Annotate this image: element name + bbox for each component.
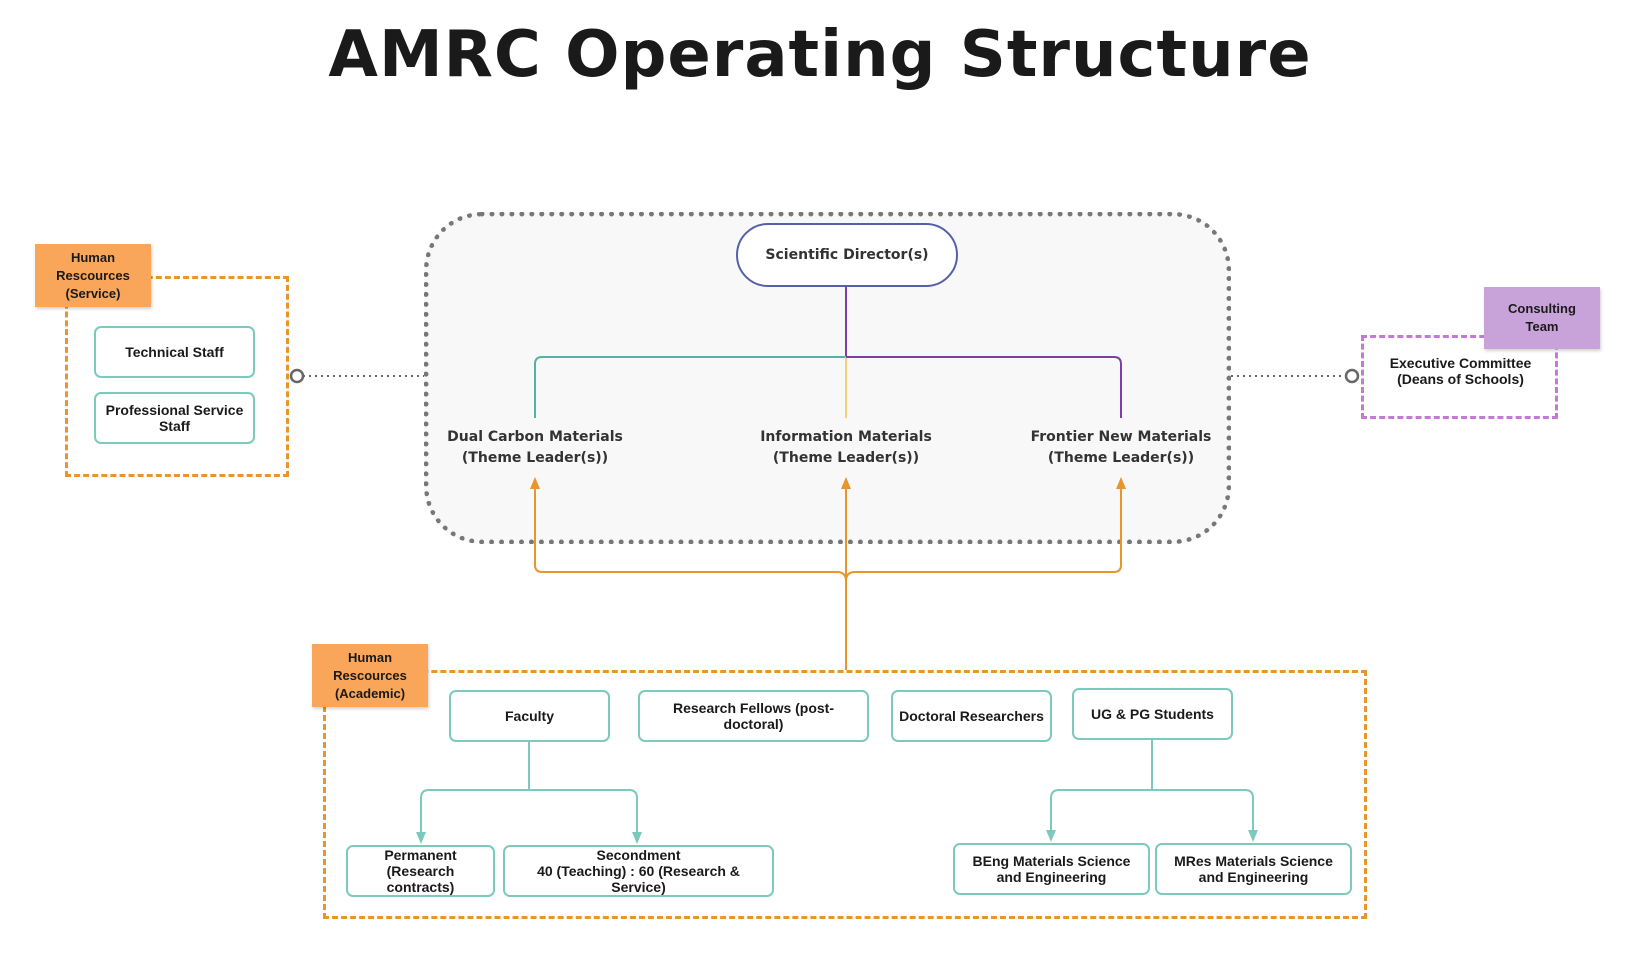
branch-frontier [846, 356, 1122, 418]
secondment-node: Secondment 40 (Teaching) : 60 (Research … [503, 845, 774, 897]
students-branch-beng [1046, 789, 1152, 842]
hr-academic-label: Human Rescources (Academic) [312, 644, 428, 707]
doctoral-researchers-node: Doctoral Researchers [891, 690, 1052, 742]
theme-dual-carbon: Dual Carbon Materials (Theme Leader(s)) [405, 427, 665, 469]
faculty-node: Faculty [449, 690, 610, 742]
theme-role: (Theme Leader(s)) [1047, 450, 1195, 466]
branch-dual-carbon [534, 356, 846, 418]
page-title: AMRC Operating Structure [328, 18, 1312, 92]
theme-role: (Theme Leader(s)) [772, 450, 920, 466]
theme-name: Frontier New Materials [1030, 429, 1212, 445]
permanent-node: Permanent (Research contracts) [346, 845, 495, 897]
hr-service-label: Human Rescources (Service) [35, 244, 151, 307]
executive-committee-node: Executive Committee (Deans of Schools) [1389, 355, 1532, 387]
faculty-branch-permanent [416, 789, 529, 844]
theme-role: (Theme Leader(s)) [461, 450, 609, 466]
theme-name: Information Materials [760, 429, 932, 445]
faculty-branch-secondment [529, 789, 642, 844]
ug-pg-students-node: UG & PG Students [1072, 688, 1233, 740]
beng-programme-node: BEng Materials Science and Engineering [953, 843, 1150, 895]
scientific-director-node: Scientific Director(s) [736, 223, 958, 287]
link-consulting-node [1344, 368, 1360, 384]
theme-frontier: Frontier New Materials (Theme Leader(s)) [991, 427, 1251, 469]
research-fellows-node: Research Fellows (post- doctoral) [638, 690, 869, 742]
theme-name: Dual Carbon Materials [447, 429, 623, 445]
consulting-team-label: Consulting Team [1484, 287, 1600, 349]
academic-branch-right [845, 477, 1126, 582]
technical-staff-node: Technical Staff [94, 326, 255, 378]
hr-service-region [65, 276, 289, 477]
link-hr-service-node [289, 368, 305, 384]
academic-branch-left [530, 477, 847, 582]
professional-service-staff-node: Professional Service Staff [94, 392, 255, 444]
consulting-region [1361, 335, 1558, 419]
students-branch-mres [1152, 789, 1258, 842]
hr-academic-region [323, 670, 1367, 919]
mres-programme-node: MRes Materials Science and Engineering [1155, 843, 1352, 895]
theme-information: Information Materials (Theme Leader(s)) [716, 427, 976, 469]
